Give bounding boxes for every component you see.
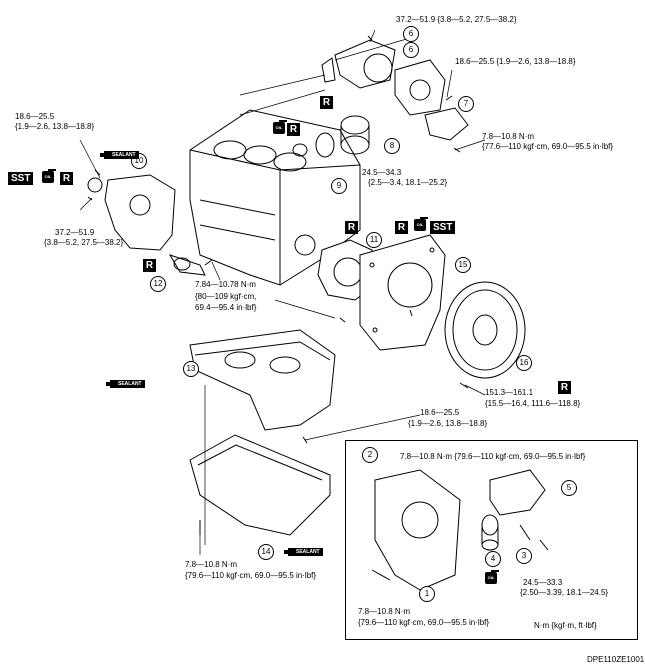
oil-pan-lower: [189, 434, 331, 536]
callout-12: 12: [150, 276, 166, 292]
oil-can-icon: OIL: [413, 217, 428, 231]
callout-14: 14: [258, 544, 274, 560]
callout-1: 1: [419, 586, 435, 602]
torque-label-front-cover-lower-line1: 37.2—51.9: [55, 228, 95, 237]
torque-label-strainer-line1: 7.84—10.78 N·m: [195, 280, 256, 289]
sst-badge-front-seal: SST: [8, 172, 34, 185]
torque-label-outlet-bolt-line1: 7.8—10.8 N·m: [482, 132, 535, 141]
replace-badge-oil-seal: R: [287, 123, 300, 136]
torque-label-inset-bottom-line1: 7.8—10.8 N·m: [358, 607, 411, 616]
torque-label-oil-filter-line1: 24.5—34.3: [362, 168, 402, 177]
torque-label-front-cover-lower-line2: {3.8—5.2, 27.5—38.2}: [44, 238, 124, 247]
units-legend: N·m {kgf·m, ft·lbf}: [534, 621, 597, 630]
replace-badge-water-pump: R: [320, 96, 333, 109]
torque-label-flywheel-line2: {15.5—16.4, 111.6—118.8}: [485, 399, 581, 408]
callout-3: 3: [516, 548, 532, 564]
oil-pan-upper: [189, 329, 336, 431]
replace-badge-strainer: R: [143, 259, 156, 272]
torque-label-oil-pan-line1: 18.6—25.5: [420, 408, 460, 417]
replace-badge-rear-seal: R: [395, 221, 408, 234]
inset-detail-box: [345, 440, 638, 640]
torque-label-inset-right-line1: 24.5—33.3: [523, 578, 563, 587]
callout-2: 2: [362, 447, 378, 463]
callout-9: 9: [331, 178, 347, 194]
torque-label-outlet-bolt-line2: {77.6—110 kgf·cm, 69.0—95.5 in·lbf}: [482, 142, 614, 151]
callout-15: 15: [455, 257, 471, 273]
oil-badge-text: OIL: [416, 222, 424, 227]
figure-code: DPE110ZE1001: [587, 655, 645, 664]
oil-can-icon: OIL: [272, 120, 287, 134]
sealant-badge-lower-pan: SEALANT: [284, 548, 323, 556]
oil-can-icon: OIL: [41, 169, 56, 183]
oil-badge-text: OIL: [275, 125, 283, 130]
torque-label-oil-filter-line2: {2.5—3.4, 18.1—25.2}: [368, 178, 448, 187]
callout-13: 13: [183, 361, 199, 377]
oil-badge-text: OIL: [44, 174, 52, 179]
replace-badge-rear-housing: R: [345, 221, 358, 234]
torque-label-thermostat-bolt: 18.6—25.5 {1.9—2.6, 13.8—18.8}: [455, 57, 576, 66]
callout-6b: 6: [403, 42, 419, 58]
replace-badge-front-seal: R: [60, 172, 73, 185]
torque-label-water-pump-bolt: 37.2—51.9 {3.8—5.2, 27.5—38.2}: [396, 15, 517, 24]
water-pump-assembly: [321, 39, 469, 141]
sealant-badge-upper-pan: SEALANT: [106, 380, 145, 388]
sst-badge-rear-seal: SST: [430, 221, 456, 234]
torque-label-oil-pan-line2: {1.9—2.6, 13.8—18.8}: [408, 419, 488, 428]
torque-label-inset-bottom-line2: {79.6—110 kgf·cm, 69.0—95.5 in·lbf}: [358, 618, 490, 627]
callout-8: 8: [384, 138, 400, 154]
sealant-badge-front-cover: SEALANT: [100, 151, 139, 159]
callout-7: 7: [458, 96, 474, 112]
oil-filter: [292, 115, 370, 158]
callout-6a: 6: [403, 26, 419, 42]
torque-label-lower-pan-line2: {79.6—110 kgf·cm, 69.0—95.5 in·lbf}: [185, 571, 317, 580]
inset-parts: [371, 469, 549, 591]
torque-label-lower-pan-line1: 7.8—10.8 N·m: [185, 560, 238, 569]
torque-label-flywheel-line1: 151.3—161.1: [485, 388, 534, 397]
replace-badge-flywheel-bolt: R: [558, 381, 571, 394]
oil-can-icon: OIL: [484, 570, 499, 584]
flywheel: [444, 281, 526, 379]
torque-label-front-cover-bolt-line1: 18.6—25.5: [15, 112, 55, 121]
torque-label-inset-right-line2: {2.50—3.39, 18.1—24.5}: [520, 588, 609, 597]
torque-label-strainer-line2: {80—109 kgf·cm,: [195, 292, 257, 301]
front-cover: [87, 174, 176, 251]
callout-5: 5: [561, 480, 577, 496]
oil-badge-text: OIL: [487, 575, 495, 580]
end-plate: [359, 234, 446, 351]
callout-4: 4: [485, 551, 501, 567]
callout-11: 11: [366, 232, 382, 248]
torque-label-inset-top: 7.8—10.8 N·m {79.6—110 kgf·cm, 69.0—95.5…: [400, 452, 586, 461]
torque-label-front-cover-bolt-line2: {1.9—2.6, 13.8—18.8}: [15, 122, 95, 131]
oil-strainer: [168, 254, 206, 276]
torque-label-strainer-line3: 69.4—95.4 in·lbf}: [195, 303, 257, 312]
callout-16: 16: [516, 355, 532, 371]
leader-lines: [79, 29, 486, 555]
